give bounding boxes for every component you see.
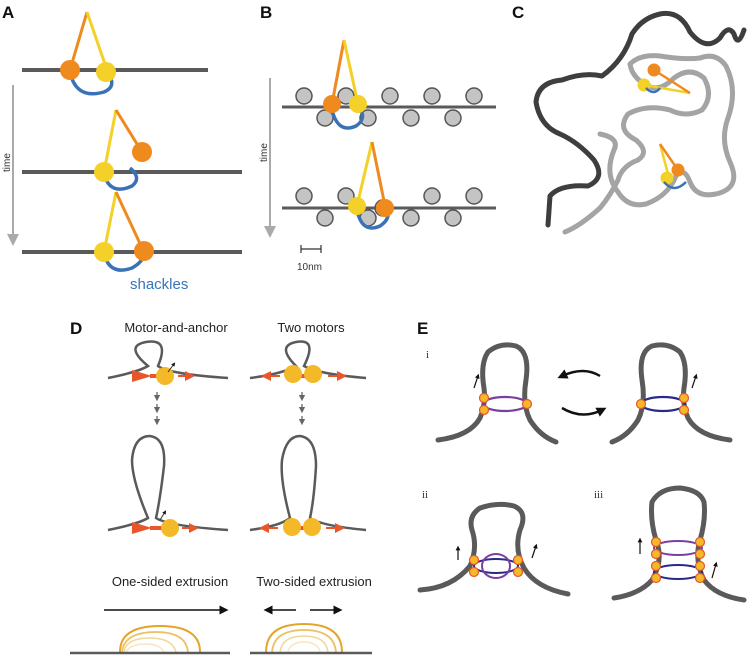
smc-arm bbox=[330, 39, 346, 105]
nucleosome bbox=[465, 187, 483, 205]
motor bbox=[161, 519, 179, 537]
loop-i-right bbox=[609, 342, 733, 445]
smc-arm bbox=[68, 11, 89, 71]
shackle bbox=[330, 104, 365, 130]
swap-arrow-top bbox=[557, 369, 601, 379]
motor-anchor-top bbox=[107, 340, 229, 385]
scale-label: 10nm bbox=[297, 262, 322, 273]
one-sided-caption: One-sided extrusion bbox=[112, 574, 228, 589]
shackle bbox=[663, 181, 687, 190]
panel-c: C bbox=[512, 3, 747, 235]
time-label: time bbox=[2, 153, 13, 172]
loop-ii bbox=[417, 501, 571, 597]
extruder-bottom bbox=[658, 143, 687, 190]
yellow-head bbox=[94, 162, 114, 182]
nucleosome bbox=[402, 209, 420, 227]
two-motors-top bbox=[249, 340, 367, 383]
smc-arm bbox=[370, 141, 387, 207]
orange-head bbox=[132, 142, 152, 162]
nucleosome bbox=[381, 87, 399, 105]
ring bbox=[481, 395, 529, 413]
sub-iii-label: iii bbox=[594, 489, 603, 501]
sub-i-label: i bbox=[426, 349, 429, 361]
title-motor-and-anchor: Motor-and-anchor bbox=[124, 320, 228, 335]
nucleosome bbox=[444, 209, 462, 227]
smc-arm bbox=[114, 191, 145, 251]
anchor bbox=[132, 370, 152, 382]
panel-a: A time s bbox=[2, 3, 242, 293]
motor bbox=[156, 367, 174, 385]
one-sided-arcs bbox=[119, 624, 201, 653]
orange-head bbox=[647, 63, 661, 77]
orange-head bbox=[376, 199, 394, 217]
smc-arm bbox=[102, 191, 118, 253]
two-sided-arcs bbox=[265, 622, 343, 653]
smc-arm bbox=[342, 39, 360, 105]
two-sided-caption: Two-sided extrusion bbox=[256, 574, 372, 589]
extruder-top bbox=[637, 63, 691, 95]
smc-arm bbox=[85, 11, 109, 71]
motor bbox=[283, 518, 301, 536]
yellow-head bbox=[94, 242, 114, 262]
panel-a-label: A bbox=[2, 3, 14, 22]
yellow-head bbox=[96, 62, 116, 82]
anchor bbox=[132, 522, 152, 534]
nucleosome bbox=[337, 187, 355, 205]
shackle bbox=[102, 166, 139, 191]
yellow-head bbox=[660, 171, 674, 185]
orange-head bbox=[60, 60, 80, 80]
motor-anchor-bottom bbox=[107, 434, 229, 537]
light-chromatin-fiber bbox=[562, 53, 737, 235]
nucleosome bbox=[316, 209, 334, 227]
panel-c-label: C bbox=[512, 3, 524, 22]
orange-head bbox=[134, 241, 154, 261]
smc-arm bbox=[102, 109, 118, 173]
shackle bbox=[645, 87, 661, 94]
time-label: time bbox=[259, 143, 270, 162]
frame-2 bbox=[22, 109, 242, 191]
panel-d: D Motor-and-anchor Two motors bbox=[70, 319, 372, 655]
panel-b-label: B bbox=[260, 3, 272, 22]
scale-bar bbox=[300, 245, 322, 253]
nucleosome bbox=[423, 87, 441, 105]
orange-head bbox=[323, 95, 341, 113]
nucleosome bbox=[465, 87, 483, 105]
nucleosome bbox=[423, 187, 441, 205]
orange-head bbox=[671, 163, 685, 177]
nucleosome bbox=[444, 109, 462, 127]
panel-e: E i ii iii bbox=[417, 319, 747, 603]
smc-arm bbox=[355, 141, 374, 207]
ring bbox=[639, 395, 687, 413]
nucleosome bbox=[295, 87, 313, 105]
two-motors-bottom bbox=[249, 434, 367, 536]
frame-1 bbox=[22, 11, 208, 96]
yellow-head bbox=[348, 197, 366, 215]
loop-i-left bbox=[435, 342, 559, 445]
nucleosome bbox=[295, 187, 313, 205]
shackles-label: shackles bbox=[130, 276, 188, 293]
title-two-motors: Two motors bbox=[277, 320, 345, 335]
panel-b: B time bbox=[259, 3, 496, 273]
panel-d-label: D bbox=[70, 319, 82, 338]
motor bbox=[304, 365, 322, 383]
frame-3 bbox=[22, 191, 242, 272]
dark-chromatin-fiber bbox=[533, 10, 747, 228]
loop-iii bbox=[611, 485, 747, 603]
sub-ii-label: ii bbox=[422, 489, 428, 501]
nucleosome bbox=[402, 109, 420, 127]
swap-arrow-bottom bbox=[561, 406, 607, 417]
yellow-head bbox=[349, 95, 367, 113]
motor bbox=[284, 365, 302, 383]
motor bbox=[303, 518, 321, 536]
panel-e-label: E bbox=[417, 319, 428, 338]
